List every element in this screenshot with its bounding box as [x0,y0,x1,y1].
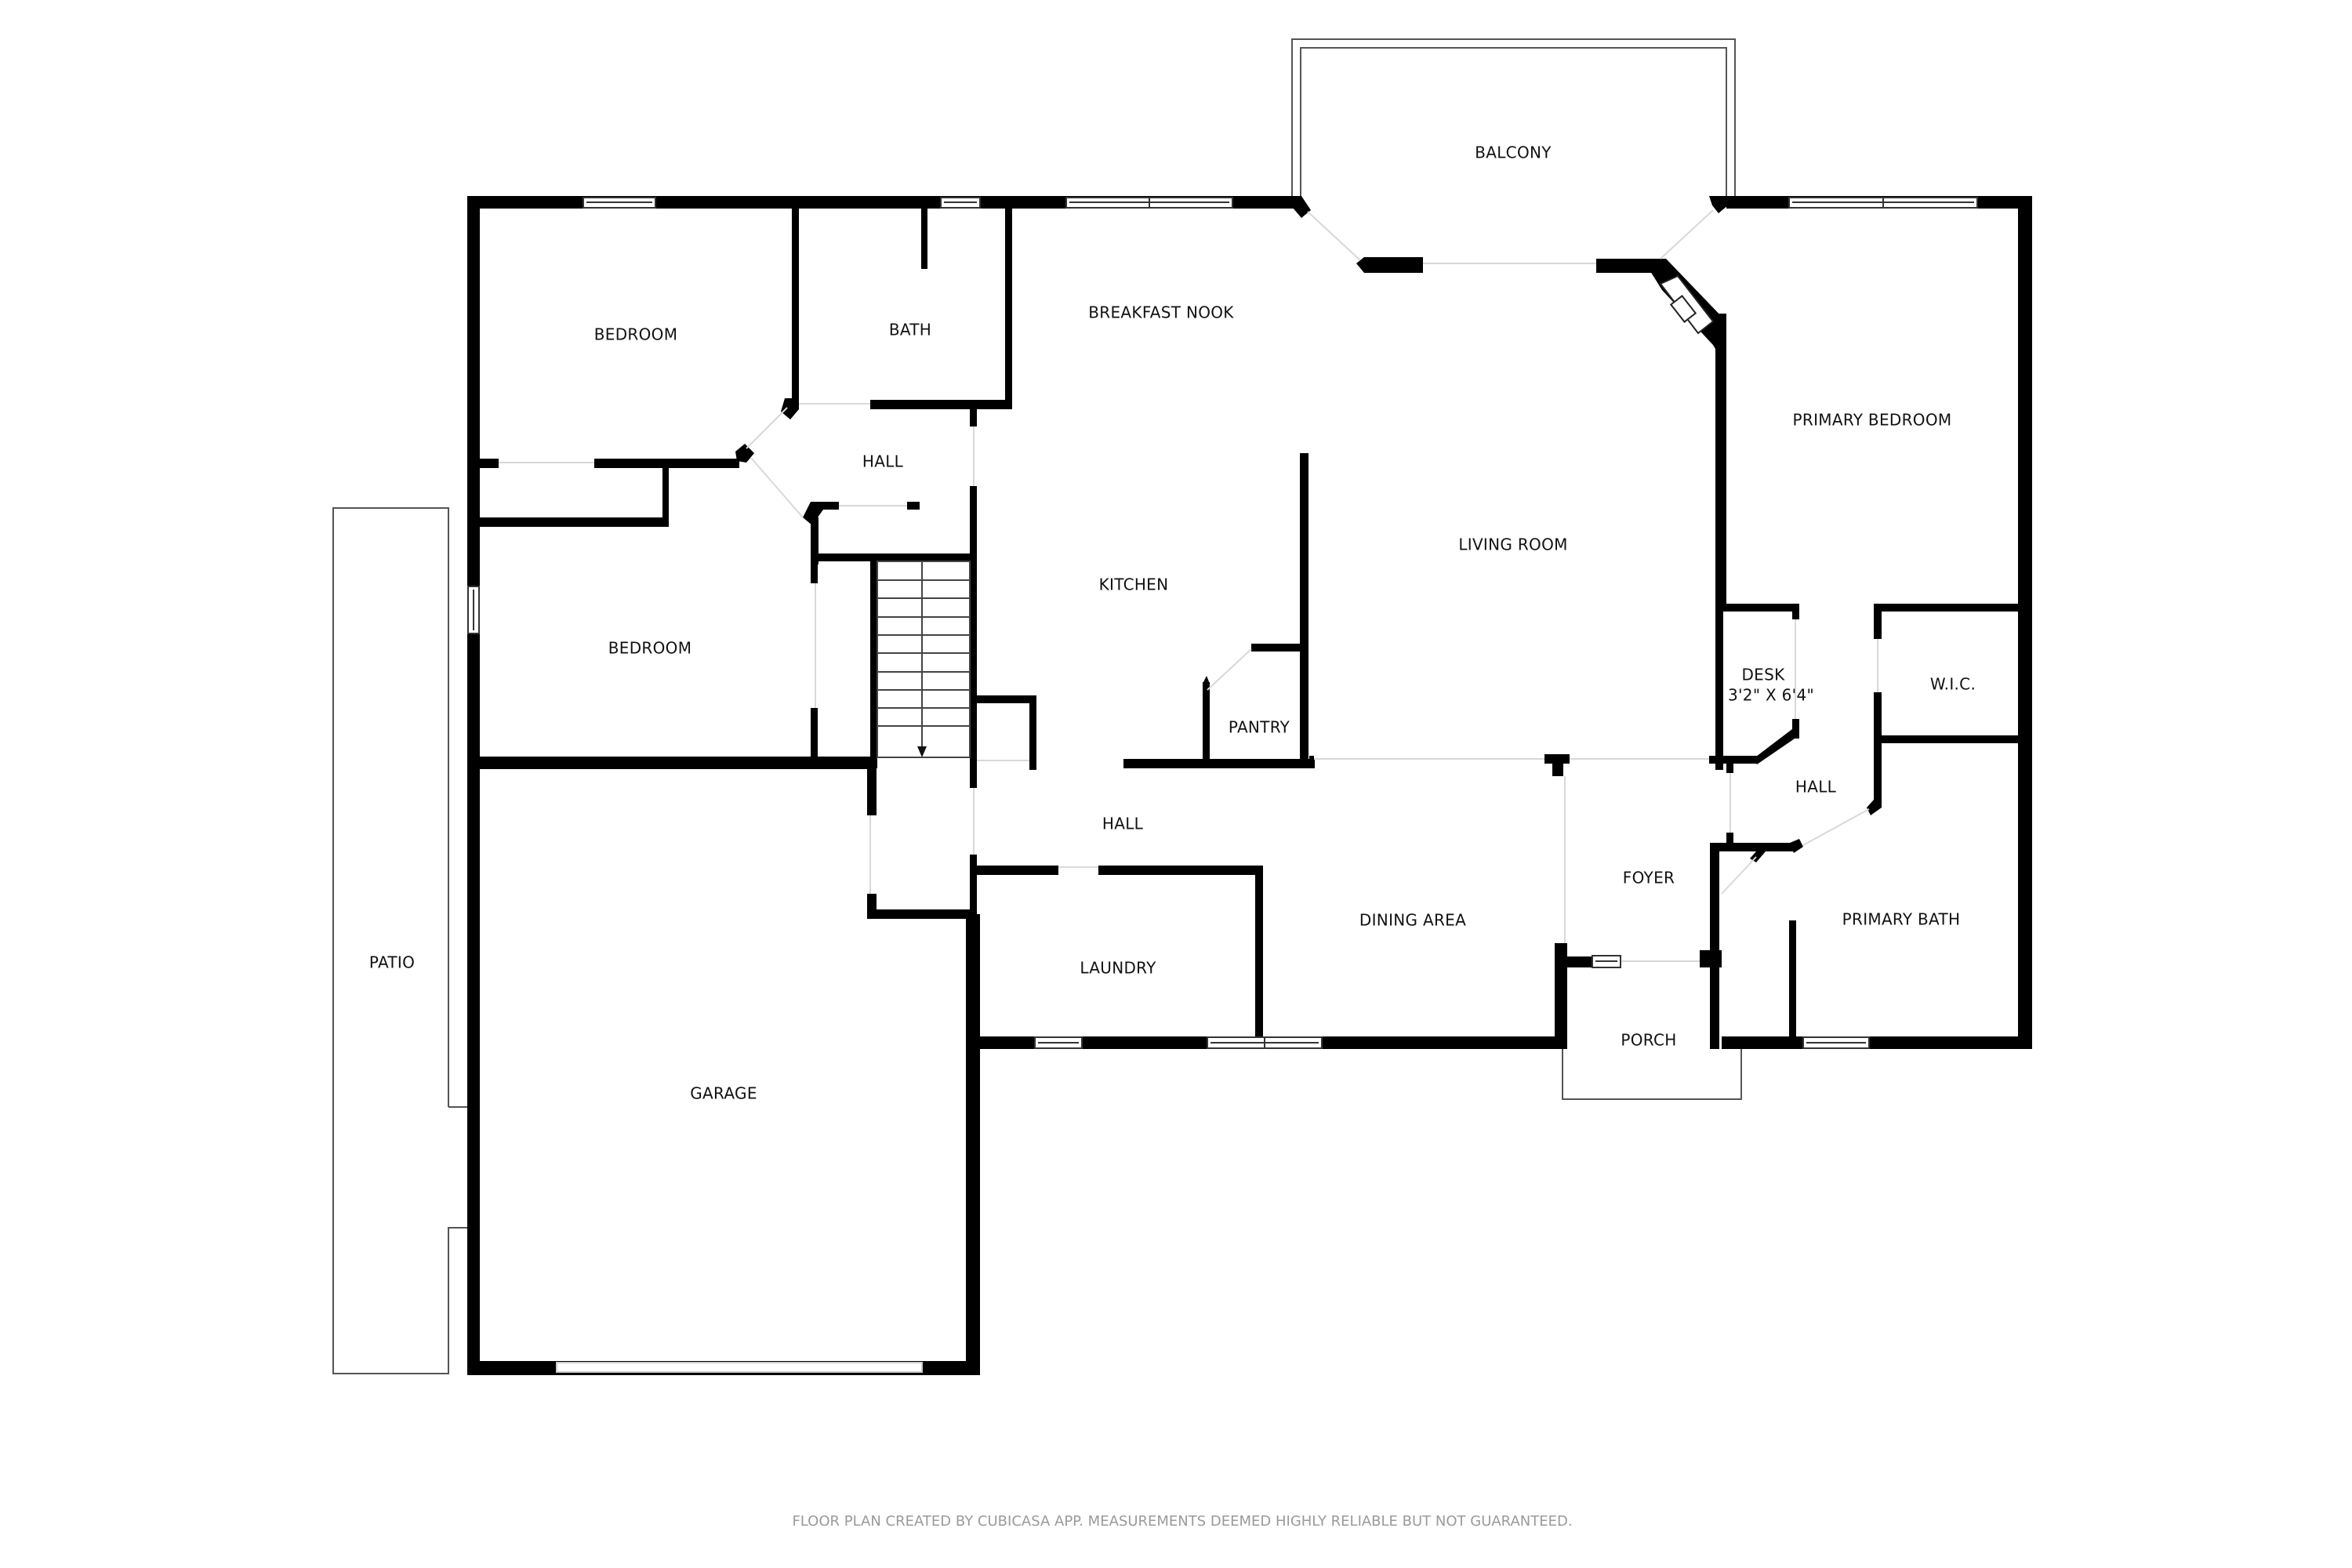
room-label-patio: PATIO [369,953,415,972]
room-label-breakfast-nook: BREAKFAST NOOK [1088,303,1234,322]
room-label-bath: BATH [889,321,931,339]
room-label-wic: W.I.C. [1930,675,1976,694]
window-bath-top [940,197,981,209]
door-openings [499,209,1878,962]
windows [467,197,1978,1373]
room-label-bedroom-2: BEDROOM [608,639,692,658]
room-labels: BALCONY BEDROOM BATH BREAKFAST NOOK HALL… [369,143,1976,1103]
outdoor-outlines [332,38,1742,1374]
room-label-porch: PORCH [1621,1031,1676,1050]
room-label-laundry: LAUNDRY [1080,959,1156,978]
room-label-foyer: FOYER [1623,869,1675,887]
window-bedroom2-left [467,586,480,634]
porch-outline [1562,1047,1742,1100]
room-label-pantry: PANTRY [1229,718,1290,737]
room-label-hall-right: HALL [1795,778,1837,797]
stair-direction-arrow-icon [917,746,927,757]
room-label-garage: GARAGE [690,1084,757,1103]
window-nook-top [1065,197,1233,209]
room-label-primary-bath: PRIMARY BATH [1842,910,1961,929]
staircase [877,561,971,758]
patio-outline [332,507,467,1374]
fireplace-icon [1659,274,1715,335]
window-primary-bath-bottom [1802,1036,1870,1049]
window-foyer [1592,955,1621,968]
room-label-balcony: BALCONY [1475,143,1552,162]
room-label-kitchen: KITCHEN [1099,575,1169,594]
room-label-hall-upper: HALL [862,452,904,471]
room-label-bedroom-1: BEDROOM [594,325,678,344]
window-garage-bottom [556,1362,923,1373]
window-bedroom-top [583,197,656,209]
footer-disclaimer: FLOOR PLAN CREATED BY CUBICASA APP. MEAS… [792,1513,1572,1530]
window-dining-bottom [1207,1036,1323,1049]
room-label-primary-bedroom: PRIMARY BEDROOM [1793,411,1952,430]
room-label-desk-dimensions: 3'2" X 6'4" [1728,686,1814,705]
balcony-outline [1291,38,1736,202]
window-laundry-bottom [1034,1036,1083,1049]
room-label-hall-center: HALL [1102,815,1144,833]
balcony-outline-inner [1300,47,1727,202]
room-label-desk: DESK [1741,666,1785,684]
window-primary-bedroom-top [1788,197,1978,209]
room-label-dining-area: DINING AREA [1359,911,1466,930]
room-label-living-room: LIVING ROOM [1458,535,1567,554]
